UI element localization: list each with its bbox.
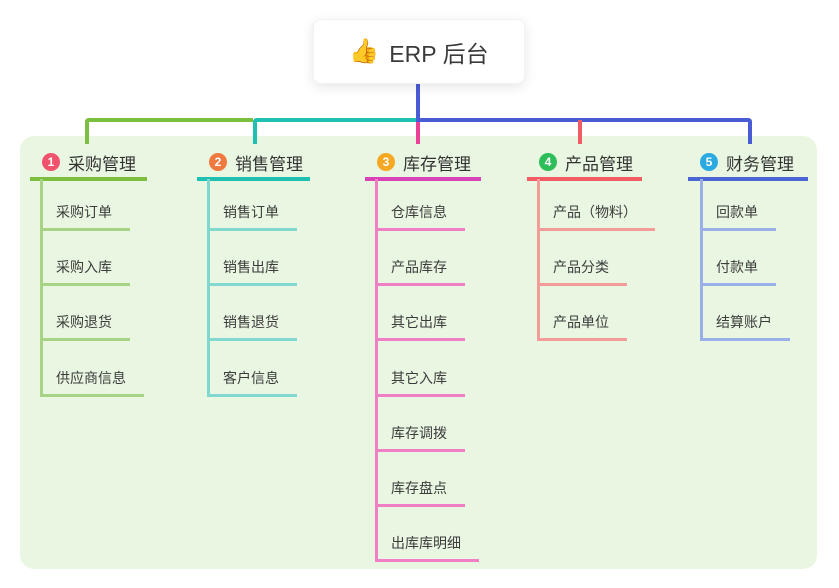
- child-node[interactable]: 采购订单: [40, 198, 130, 231]
- child-node[interactable]: 客户信息: [207, 364, 297, 397]
- child-node-label: 其它入库: [391, 369, 447, 386]
- child-node[interactable]: 产品（物料）: [537, 198, 655, 231]
- child-node[interactable]: 结算账户: [700, 308, 790, 342]
- child-node[interactable]: 库存调拨: [375, 419, 465, 452]
- child-node-label: 产品（物料）: [553, 204, 637, 220]
- child-node-label: 产品分类: [553, 259, 609, 276]
- branch-number-badge: 5: [700, 153, 718, 171]
- child-node-label: 销售出库: [223, 259, 279, 276]
- child-node-label: 其它出库: [391, 314, 447, 331]
- branch-label: 库存管理: [403, 154, 471, 174]
- child-node[interactable]: 产品单位: [537, 308, 627, 342]
- child-node[interactable]: 销售订单: [207, 198, 297, 231]
- branch-number-badge: 1: [42, 153, 60, 171]
- child-node[interactable]: 其它出库: [375, 308, 465, 342]
- child-node[interactable]: 产品库存: [375, 253, 465, 287]
- branch-header[interactable]: 3 库存管理: [365, 147, 481, 181]
- child-node-label: 结算账户: [716, 314, 772, 331]
- child-node[interactable]: 采购退货: [40, 308, 130, 342]
- connector-branch-4-stub: [578, 120, 582, 144]
- child-node-label: 销售退货: [223, 314, 279, 331]
- branch-number-badge: 4: [539, 153, 557, 171]
- branch-header[interactable]: 1 采购管理: [30, 147, 147, 181]
- branch-label: 采购管理: [68, 154, 136, 174]
- connector-branch-5-elbow: [418, 118, 752, 144]
- child-node[interactable]: 库存盘点: [375, 474, 465, 507]
- child-node[interactable]: 销售退货: [207, 308, 297, 342]
- child-node[interactable]: 出库库明细: [375, 529, 479, 563]
- connector-branch-1-elbow: [85, 118, 253, 144]
- root-node[interactable]: 👍 ERP 后台: [313, 19, 525, 84]
- branch-header[interactable]: 5 财务管理: [688, 147, 808, 181]
- child-node[interactable]: 销售出库: [207, 253, 297, 287]
- child-node[interactable]: 仓库信息: [375, 198, 465, 231]
- branch-header[interactable]: 2 销售管理: [197, 147, 310, 181]
- child-node-label: 供应商信息: [56, 369, 126, 386]
- child-node-label: 采购订单: [56, 204, 112, 220]
- child-node[interactable]: 产品分类: [537, 253, 627, 287]
- branch-number-badge: 3: [377, 153, 395, 171]
- branch-label: 财务管理: [726, 154, 794, 174]
- child-node-label: 库存调拨: [391, 424, 447, 441]
- child-node-label: 付款单: [716, 259, 758, 276]
- child-node[interactable]: 采购入库: [40, 253, 130, 287]
- child-node-label: 销售订单: [223, 204, 279, 220]
- child-node[interactable]: 付款单: [700, 253, 776, 287]
- child-node-label: 仓库信息: [391, 204, 447, 220]
- child-node[interactable]: 供应商信息: [40, 364, 144, 397]
- child-node[interactable]: 其它入库: [375, 364, 465, 397]
- branch-child-connector: [700, 179, 703, 342]
- root-title: ERP 后台: [389, 40, 489, 67]
- child-node-label: 客户信息: [223, 369, 279, 386]
- thumbs-up-icon: 👍: [349, 38, 380, 65]
- branch-header[interactable]: 4 产品管理: [527, 147, 642, 181]
- child-node-label: 出库库明细: [391, 535, 461, 552]
- child-node-label: 采购退货: [56, 314, 112, 331]
- trunk-connector: [416, 82, 420, 122]
- connector-branch-2-elbow: [253, 118, 418, 144]
- branch-child-connector: [207, 179, 210, 397]
- connector-branch-3-stub: [416, 120, 420, 144]
- branch-child-connector: [375, 179, 378, 563]
- child-node-label: 产品库存: [391, 259, 447, 276]
- child-node-label: 库存盘点: [391, 480, 447, 496]
- child-node-label: 采购入库: [56, 259, 112, 276]
- branch-child-connector: [40, 179, 43, 397]
- branch-number-badge: 2: [209, 153, 227, 171]
- branch-label: 销售管理: [235, 154, 303, 174]
- child-node[interactable]: 回款单: [700, 198, 776, 231]
- branch-child-connector: [537, 179, 540, 342]
- branches-panel: [20, 136, 817, 569]
- child-node-label: 回款单: [716, 204, 758, 220]
- child-node-label: 产品单位: [553, 314, 609, 331]
- branch-label: 产品管理: [565, 154, 633, 174]
